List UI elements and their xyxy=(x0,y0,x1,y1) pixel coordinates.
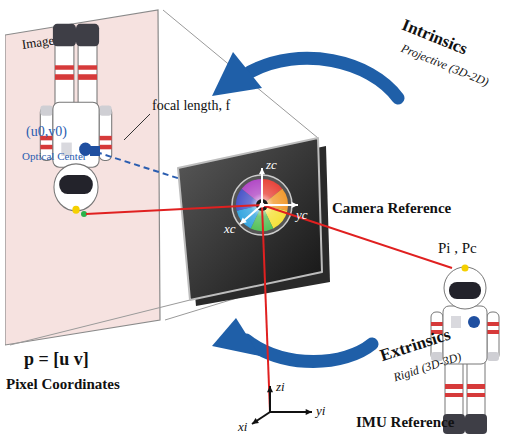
camera-lens xyxy=(232,175,292,235)
frustum-line xyxy=(163,10,318,138)
image-point xyxy=(81,211,87,217)
frame-label: Camera Reference xyxy=(332,200,451,217)
imu-axis xyxy=(270,411,312,413)
point-label: Pi , Pc xyxy=(438,240,477,257)
imu-axis xyxy=(269,386,271,412)
imu-axis-head xyxy=(306,409,312,415)
plane-outline xyxy=(5,8,162,348)
camera-depth xyxy=(184,146,330,306)
imu-axis-head xyxy=(267,386,273,392)
frame-label: Pixel Coordinates xyxy=(6,376,120,393)
imu-axis-head xyxy=(252,418,259,424)
camera-body xyxy=(178,138,322,300)
extrinsic-ray xyxy=(262,205,270,412)
projection-ray xyxy=(86,205,262,214)
leader-line xyxy=(124,114,150,140)
frustum-line xyxy=(165,272,322,320)
axis-label: zi xyxy=(276,380,285,394)
projected-astronaut xyxy=(40,24,111,214)
axis-label: xi xyxy=(238,420,247,434)
camera-axis xyxy=(240,205,262,224)
axis-label: yi xyxy=(316,404,325,418)
astronaut xyxy=(431,265,499,435)
formula-label: p = [u v] xyxy=(24,350,89,370)
dimension-label: focal length, f xyxy=(152,98,230,113)
extrinsics-arrow xyxy=(212,318,372,362)
imu-axis xyxy=(252,412,270,424)
intrinsics-arrow xyxy=(212,52,398,98)
axis-label: xc xyxy=(224,222,236,236)
point-label: Optical Center xyxy=(22,150,86,162)
camera-axis-head xyxy=(259,168,265,174)
camera-axis-head xyxy=(240,218,247,224)
optical-center-marker xyxy=(90,146,100,156)
axis-label: yc xyxy=(296,208,308,222)
camera-axis xyxy=(262,204,298,206)
image-plane: Image Plane xyxy=(5,8,162,348)
frame-label: IMU Reference xyxy=(356,414,454,431)
coordinate-label: (u0,v0) xyxy=(26,124,67,139)
focal-axis xyxy=(96,152,262,205)
axis-label: zc xyxy=(266,158,277,172)
camera-axis xyxy=(261,168,263,205)
frustum-line xyxy=(10,300,190,345)
